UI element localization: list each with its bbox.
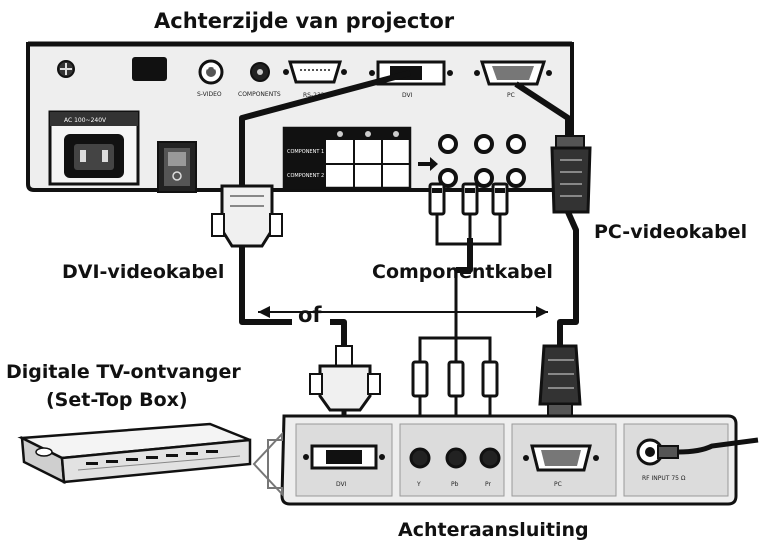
composite-port: [250, 62, 270, 82]
stb-dvi-port: [303, 444, 385, 470]
dvi-cable-label: DVI-videokabel: [62, 261, 224, 283]
projector-component-plug-tips: [432, 188, 505, 193]
stb-pc-plug: [538, 344, 582, 456]
receiver-label-line1: Digitale TV-ontvanger: [6, 361, 241, 383]
component-cable-lines: [418, 214, 502, 362]
component-table: [282, 126, 412, 190]
or-label: of: [298, 303, 322, 327]
stb-pb-label: Pb: [451, 481, 459, 488]
title: Achterzijde van projector: [154, 9, 455, 33]
projector-pc-port-label: PC: [507, 92, 515, 99]
pc-cable-label: PC-videokabel: [594, 221, 747, 243]
projector-dvi-port-label: DVI: [402, 92, 413, 99]
stb-dvi-plug: [309, 345, 381, 458]
component-row-1-label: COMPONENT 1: [287, 149, 324, 155]
stb-rf-input: [636, 437, 759, 466]
stb-rf-input-label: RF INPUT 75 Ω: [642, 475, 686, 482]
stb-dvi-port-label: DVI: [336, 481, 347, 488]
svideo-port: [198, 59, 224, 85]
projector-pc-port: [474, 60, 552, 86]
component-row-2-label: COMPONENT 2: [287, 173, 324, 179]
arrow-right-icon: [418, 157, 438, 171]
svideo-port-label: S-VIDEO: [197, 91, 222, 98]
stb-component-plugs: [411, 360, 499, 398]
component-cable-label: Componentkabel: [372, 261, 553, 283]
stb-y-label: Y: [416, 481, 421, 488]
black-slot: [132, 57, 167, 81]
set-top-box-icon: [17, 422, 252, 485]
arrow-left-icon: [252, 431, 283, 497]
power-inlet: [48, 110, 140, 186]
or-arrow: [258, 306, 548, 318]
power-label: AC 100~240V: [64, 117, 107, 124]
stb-pc-port: [523, 444, 599, 472]
rear-connection-label: Achteraansluiting: [398, 519, 589, 541]
stb-pr-label: Pr: [485, 481, 492, 488]
receiver-label-line2: (Set-Top Box): [46, 389, 188, 411]
projector-pc-plug: [550, 135, 592, 214]
projector-dvi-plug: [211, 184, 283, 248]
screw-icon: [57, 60, 75, 78]
power-switch: [157, 141, 197, 193]
cables: [239, 70, 579, 350]
rs232c-port: [283, 60, 347, 84]
stb-rear-panel: [280, 414, 738, 506]
projector-component-jacks: [438, 134, 526, 188]
stb-component-jacks: [409, 447, 501, 469]
stb-pc-port-label: PC: [554, 481, 562, 488]
composite-port-label: COMPONENTS: [238, 91, 281, 98]
